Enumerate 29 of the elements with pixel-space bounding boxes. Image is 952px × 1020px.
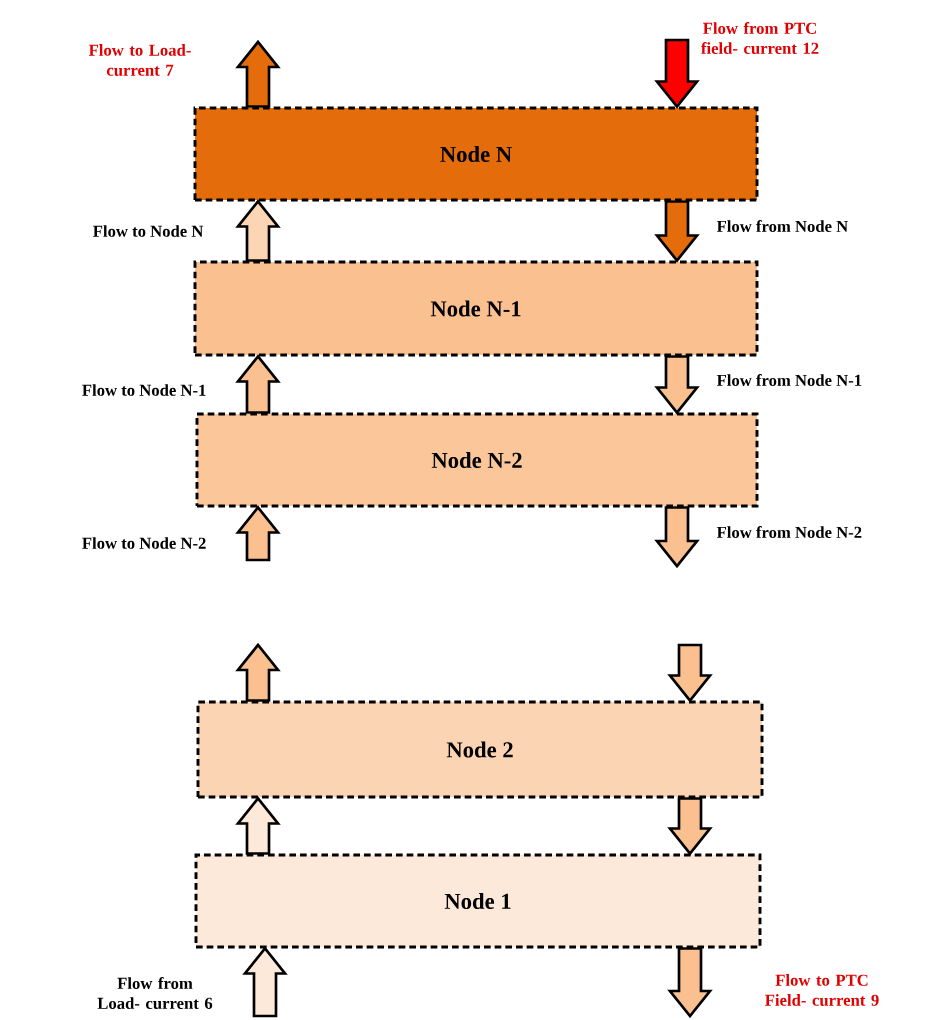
block-arrow: [667, 797, 713, 856]
block-arrow: [667, 947, 713, 1019]
edge-label: Flow to PTC Field- current 9: [765, 974, 879, 1006]
edge-label: Flow to Node N: [93, 225, 204, 237]
block-arrow: [235, 354, 281, 414]
node-box: Node N: [193, 106, 759, 202]
block-arrow: [235, 796, 281, 855]
block-arrow: [654, 506, 700, 569]
block-arrow: [235, 642, 281, 702]
edge-label: Flow from Load- current 6: [97, 977, 213, 1009]
edge-label: Flow to Load- current 7: [88, 44, 191, 76]
block-arrow: [242, 946, 288, 1018]
edge-label: Flow to Node N-1: [82, 384, 206, 396]
block-arrow: [654, 200, 700, 263]
block-arrow: [235, 505, 281, 562]
edge-label: Flow from PTC field- current 12: [701, 22, 819, 54]
edge-label: Flow from Node N: [716, 220, 848, 232]
block-arrow: [235, 199, 281, 262]
edge-label: Flow to Node N-2: [82, 537, 206, 549]
block-arrow: [235, 39, 281, 108]
edge-label: Flow from Node N-1: [716, 374, 862, 386]
edge-label: Flow from Node N-2: [716, 526, 862, 538]
block-arrow: [654, 355, 700, 415]
node-box: Node 2: [196, 700, 764, 799]
node-box: Node N-1: [193, 260, 759, 357]
block-arrow: [667, 643, 713, 703]
block-arrow: [654, 38, 700, 109]
node-box: Node 1: [194, 853, 762, 949]
node-box: Node N-2: [195, 412, 759, 508]
